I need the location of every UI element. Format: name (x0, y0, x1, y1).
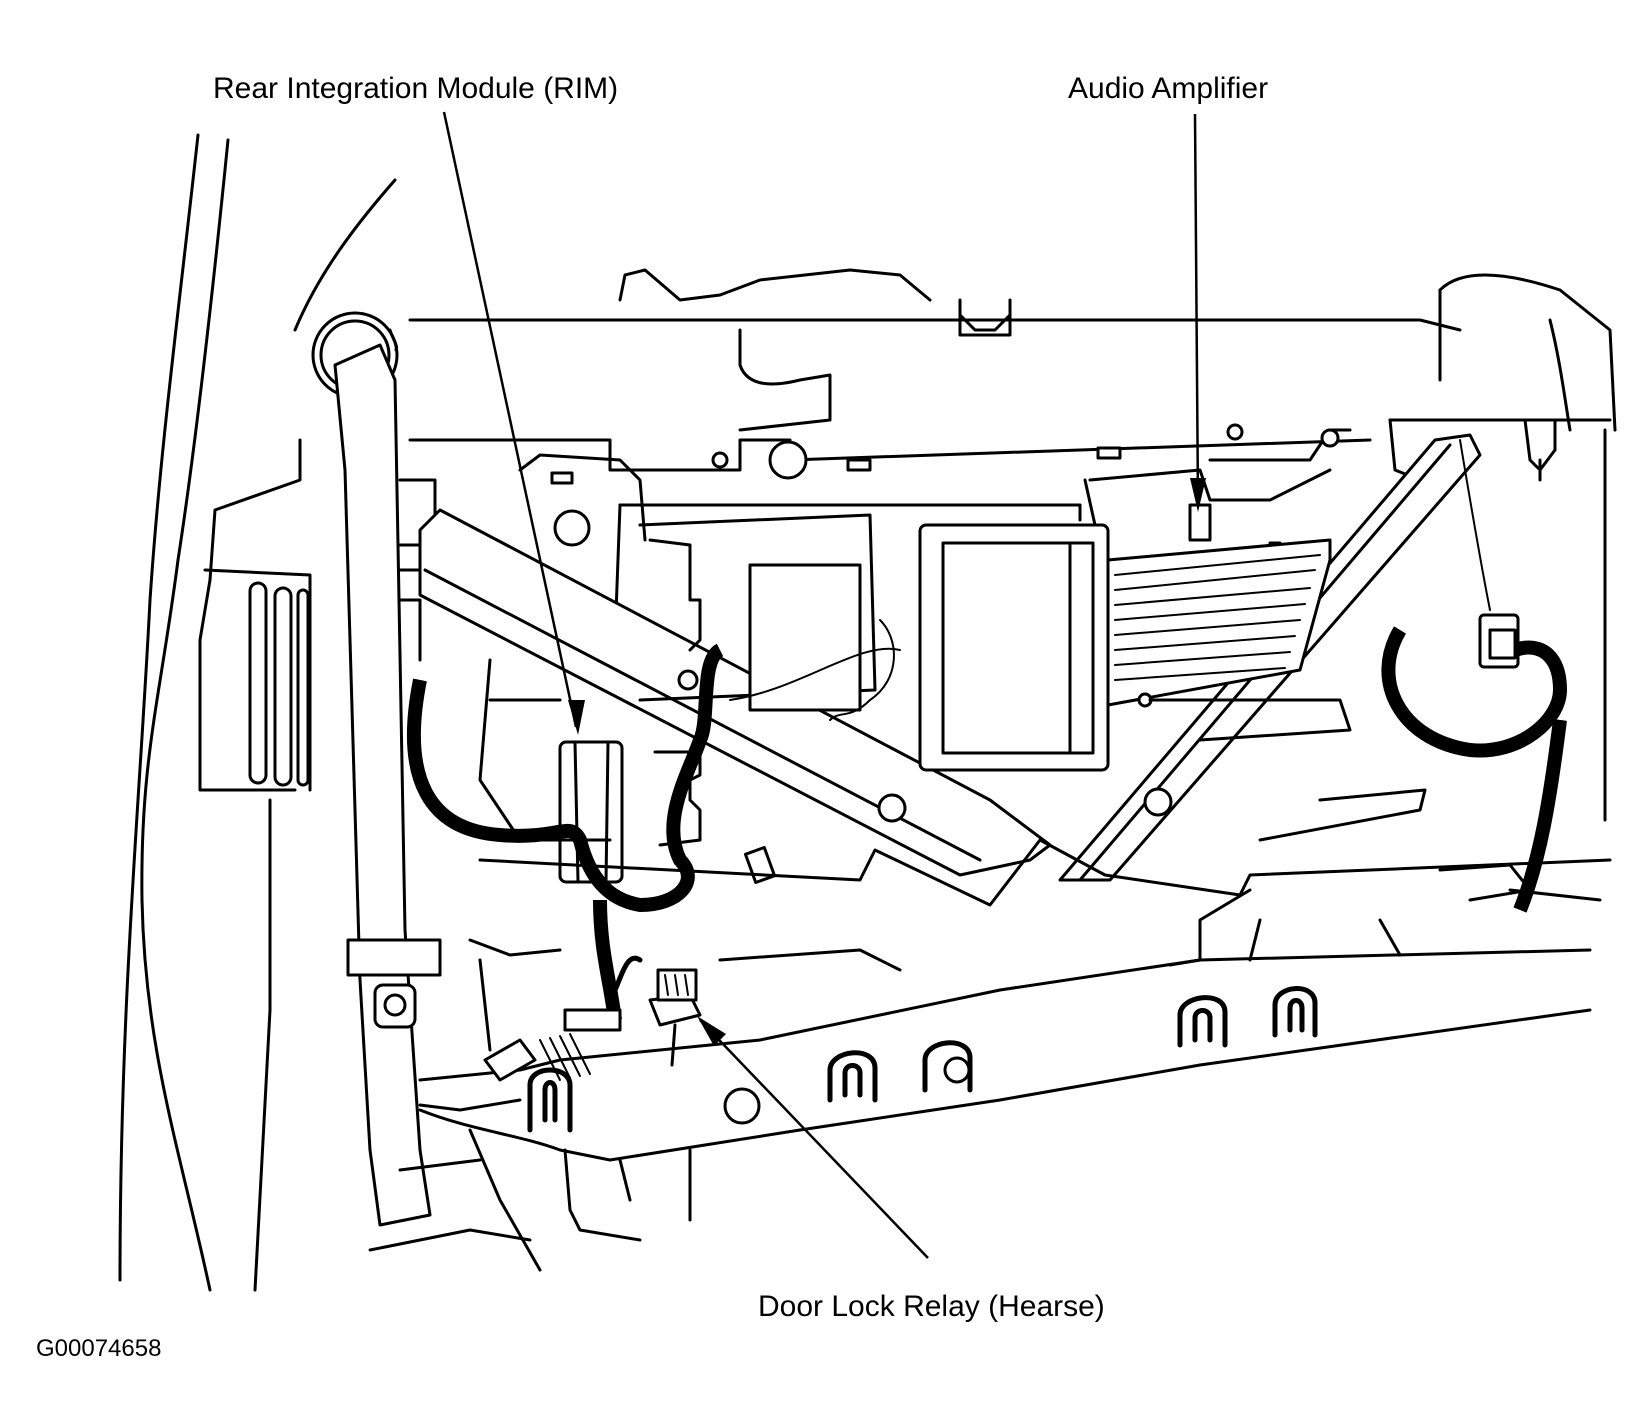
tie-down-slots (527, 986, 1318, 1133)
callout-door-lock-relay-label: Door Lock Relay (Hearse) (758, 1290, 1105, 1323)
left-belt-assembly (311, 311, 442, 1227)
relay-arrowhead (697, 1016, 726, 1046)
wiring-harness (406, 439, 1568, 1021)
relay-leader (699, 1019, 929, 1259)
left-vent (203, 568, 312, 1292)
door-lock-relay-part (483, 955, 702, 1082)
callout-audio-amplifier-label: Audio Amplifier (1068, 72, 1269, 105)
figure-id: G00074658 (36, 1335, 162, 1362)
callout-rim-label: Rear Integration Module (RIM) (213, 72, 619, 105)
lower-sill-panel (368, 788, 1612, 1272)
left-body-contour (118, 133, 397, 1292)
leader-lines (442, 111, 1206, 1259)
rim-leader (442, 111, 578, 728)
amp-leader (1193, 113, 1200, 506)
upper-panel (198, 268, 1617, 822)
audio-amplifier-unit (918, 468, 1352, 772)
cross-brace-left (418, 508, 1052, 877)
rim-arrowhead (568, 700, 585, 735)
amp-arrowhead (1190, 478, 1206, 512)
